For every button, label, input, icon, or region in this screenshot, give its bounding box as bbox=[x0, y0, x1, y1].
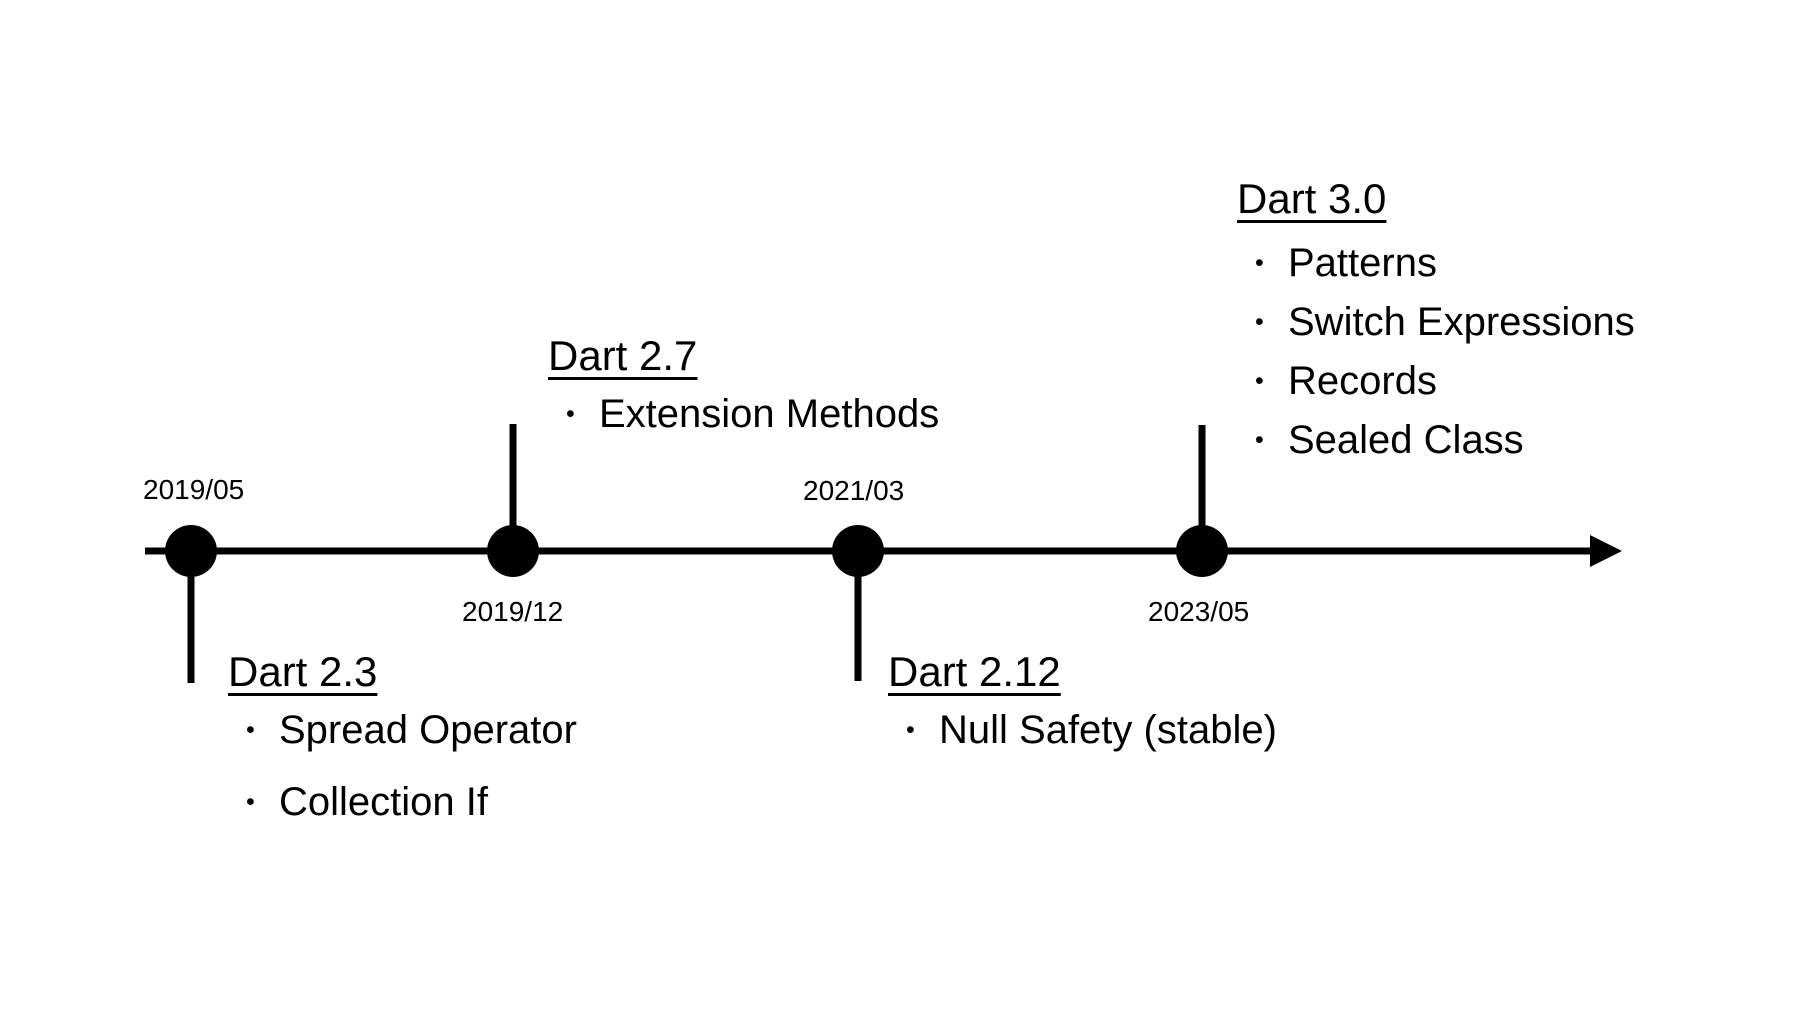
feature-item: • Null Safety (stable) bbox=[906, 708, 1277, 752]
feature-text: Extension Methods bbox=[599, 392, 940, 436]
milestone-content: Dart 2.3 • Spread Operator • Collection … bbox=[228, 648, 577, 825]
arrowhead-icon bbox=[1590, 535, 1622, 567]
feature-item: • Sealed Class bbox=[1255, 418, 1635, 462]
feature-item: • Collection If bbox=[246, 780, 577, 824]
feature-text: Sealed Class bbox=[1288, 418, 1524, 462]
date-label: 2023/05 bbox=[1148, 596, 1250, 627]
version-title: Dart 3.0 bbox=[1237, 175, 1387, 222]
date-label: 2019/12 bbox=[462, 596, 564, 627]
bullet-icon: • bbox=[1255, 366, 1264, 395]
milestone-content: Dart 2.7 • Extension Methods bbox=[548, 332, 939, 437]
feature-item: • Patterns bbox=[1255, 241, 1635, 285]
feature-text: Collection If bbox=[279, 780, 488, 824]
feature-list: • Patterns • Switch Expressions • Record… bbox=[1237, 241, 1635, 462]
date-label: 2019/05 bbox=[143, 474, 245, 505]
feature-item: • Switch Expressions bbox=[1255, 300, 1635, 344]
feature-text: Switch Expressions bbox=[1288, 300, 1635, 344]
feature-text: Patterns bbox=[1288, 241, 1437, 285]
bullet-icon: • bbox=[566, 399, 575, 428]
feature-list: • Extension Methods bbox=[548, 392, 939, 436]
milestone-content: Dart 3.0 • Patterns • Switch Expressions… bbox=[1237, 175, 1635, 463]
version-title: Dart 2.3 bbox=[228, 648, 378, 695]
feature-item: • Records bbox=[1255, 359, 1635, 403]
feature-text: Null Safety (stable) bbox=[939, 708, 1277, 752]
bullet-icon: • bbox=[246, 715, 255, 744]
bullet-icon: • bbox=[1255, 307, 1264, 336]
milestone-dot bbox=[487, 525, 539, 577]
feature-item: • Extension Methods bbox=[566, 392, 939, 436]
bullet-icon: • bbox=[1255, 248, 1264, 277]
feature-text: Records bbox=[1288, 359, 1437, 403]
milestone-dot bbox=[1176, 525, 1228, 577]
feature-list: • Null Safety (stable) bbox=[888, 708, 1277, 752]
feature-item: • Spread Operator bbox=[246, 708, 577, 752]
feature-text: Spread Operator bbox=[279, 708, 577, 752]
bullet-icon: • bbox=[1255, 425, 1264, 454]
bullet-icon: • bbox=[246, 787, 255, 816]
milestone-dot bbox=[165, 525, 217, 577]
feature-list: • Spread Operator • Collection If bbox=[228, 708, 577, 824]
date-label: 2021/03 bbox=[803, 475, 905, 506]
bullet-icon: • bbox=[906, 715, 915, 744]
version-title: Dart 2.12 bbox=[888, 648, 1061, 695]
milestone-dot bbox=[832, 525, 884, 577]
milestone-content: Dart 2.12 • Null Safety (stable) bbox=[888, 648, 1277, 753]
version-title: Dart 2.7 bbox=[548, 332, 698, 379]
